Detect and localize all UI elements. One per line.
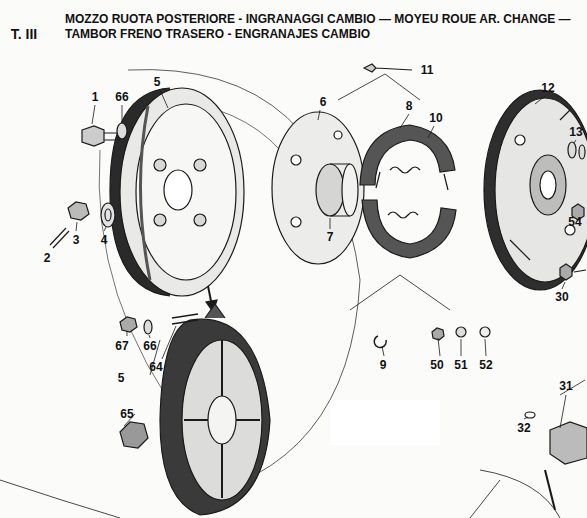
nut <box>120 317 137 332</box>
callout-number: 8 <box>405 100 414 113</box>
callout-number: 11 <box>420 64 435 77</box>
bracket-line <box>338 74 420 100</box>
plate-number: T. III <box>10 28 38 41</box>
callout-number: 31 <box>558 380 573 393</box>
callout-number: 65 <box>119 408 134 421</box>
callout-number: 1 <box>91 91 100 104</box>
callout-number: 12 <box>540 82 555 95</box>
brake-shoes <box>360 125 456 258</box>
brake-drum <box>110 88 244 296</box>
callout-number: 32 <box>516 422 531 435</box>
callout-number: 3 <box>72 234 81 247</box>
washer <box>579 145 585 159</box>
callout-number: 64 <box>148 361 163 374</box>
washer <box>144 320 152 334</box>
callout-number: 13 <box>568 126 583 139</box>
callout-number: 9 <box>379 359 388 372</box>
cotter-pin <box>50 228 69 248</box>
washer <box>105 209 111 221</box>
callout-number: 66 <box>114 91 129 104</box>
nut <box>560 264 572 280</box>
o-ring <box>525 412 535 418</box>
backing-plate <box>484 90 587 290</box>
callout-number: 66 <box>142 340 157 353</box>
callout-number: 54 <box>567 216 582 229</box>
blank-patch <box>330 400 440 445</box>
stud <box>172 314 198 324</box>
gear-selector <box>550 422 587 464</box>
callout-number: 67 <box>114 340 129 353</box>
washer <box>568 142 576 158</box>
hub-housing <box>160 304 270 515</box>
castle-nut <box>68 202 89 220</box>
callout-number: 51 <box>453 359 468 372</box>
title: MOZZO RUOTA POSTERIORE - INGRANAGGI CAMB… <box>65 12 585 42</box>
callout-number: 52 <box>478 359 493 372</box>
callout-number: 50 <box>429 359 444 372</box>
gear-outline <box>470 470 560 518</box>
washer <box>101 203 115 227</box>
callout-number: 4 <box>100 234 109 247</box>
adjuster-bolt <box>364 64 412 72</box>
hex-bolt <box>82 126 120 146</box>
callout-number: 10 <box>428 112 443 125</box>
washer <box>456 327 466 337</box>
stud <box>574 270 586 272</box>
brake-plate <box>272 112 364 264</box>
washer <box>117 123 127 139</box>
circlip <box>374 336 386 348</box>
callout-number: 5 <box>117 372 126 385</box>
callout-number: 5 <box>153 76 162 89</box>
callout-number: 30 <box>554 291 569 304</box>
callout-number: 7 <box>326 231 335 244</box>
callout-number: 6 <box>319 96 328 109</box>
callout-number: 2 <box>43 252 52 265</box>
washer <box>480 327 490 337</box>
leader-line <box>76 90 576 428</box>
part-outline <box>0 480 120 518</box>
bracket-line <box>350 275 450 310</box>
